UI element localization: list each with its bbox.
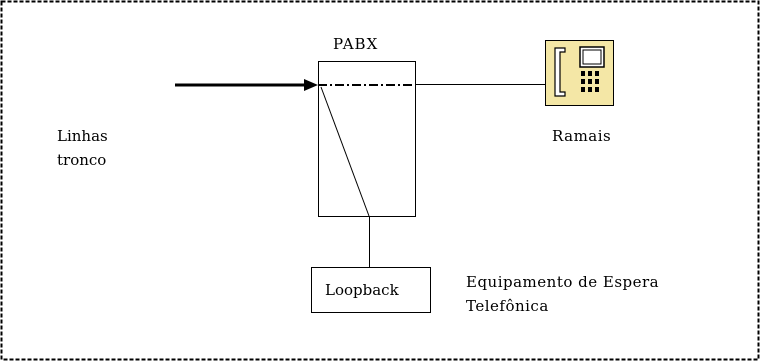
- telephone-icon: [545, 40, 614, 106]
- extensions-label: Ramais: [552, 127, 612, 145]
- loopback-box: [311, 267, 431, 313]
- hold-equipment-label: Equipamento de Espera Telefônica: [466, 270, 659, 318]
- hold-equipment-line1: Equipamento de Espera: [466, 273, 660, 291]
- trunk-label-line2: tronco: [57, 151, 107, 169]
- pabx-title: PABX: [333, 35, 379, 53]
- hold-equipment-line2: Telefônica: [466, 297, 549, 315]
- trunk-lines-label: Linhas tronco: [57, 124, 108, 172]
- loopback-label: Loopback: [325, 281, 399, 299]
- loopback-path: [320, 86, 370, 217]
- trunk-arrowhead: [304, 79, 318, 91]
- pabx-box: [318, 61, 416, 217]
- trunk-label-line1: Linhas: [57, 127, 108, 145]
